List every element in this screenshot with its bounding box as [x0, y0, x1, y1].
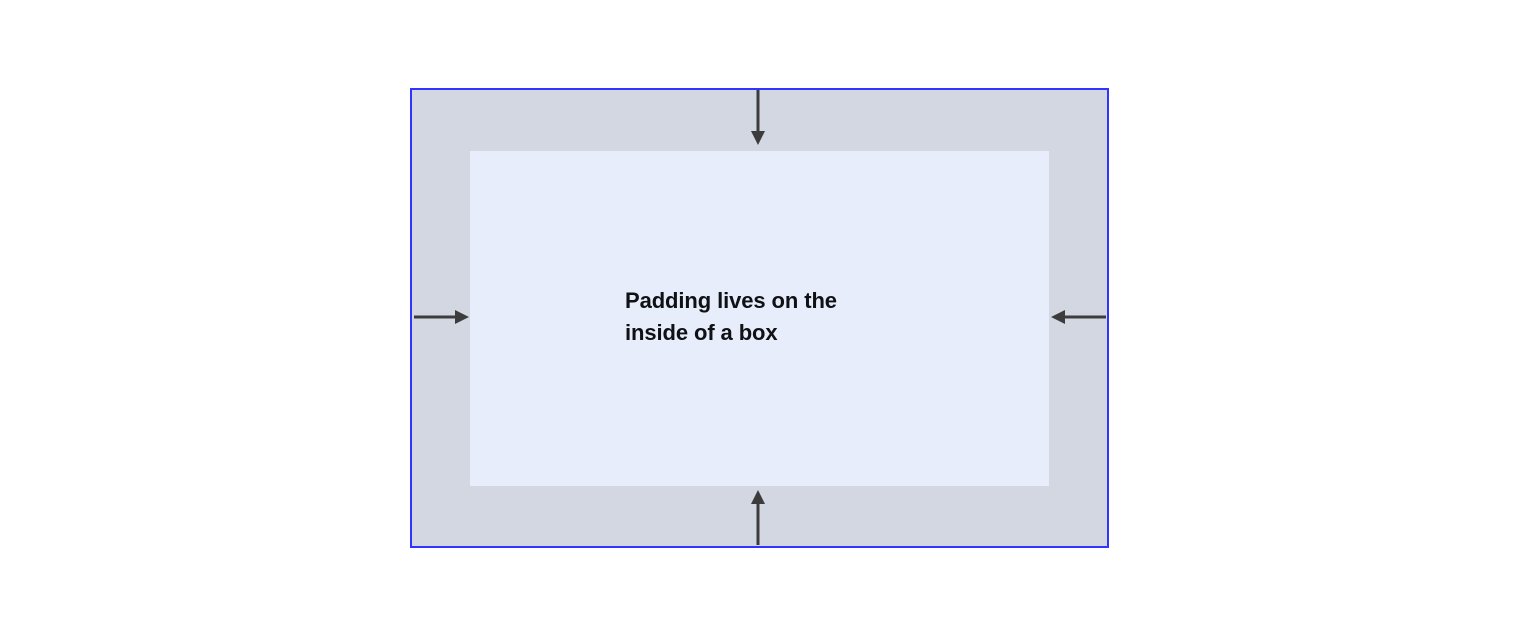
arrow-down-icon [751, 90, 765, 145]
arrow-up-icon [751, 490, 765, 545]
inner-content-box [470, 151, 1049, 486]
arrow-left-icon [1051, 310, 1106, 324]
arrow-right-icon [414, 310, 469, 324]
padding-caption-text: Padding lives on the inside of a box [625, 288, 837, 345]
